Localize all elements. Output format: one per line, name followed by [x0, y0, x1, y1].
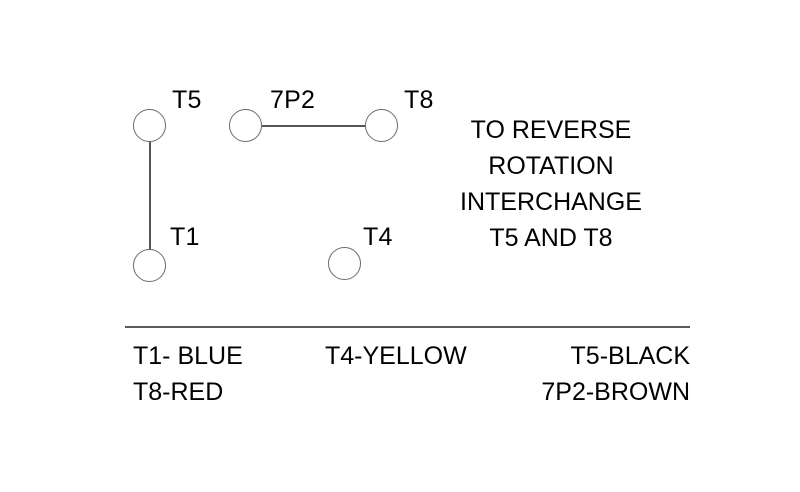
- legend-item-t4: T4-YELLOW: [325, 342, 467, 370]
- terminal-label-t8: T8: [404, 86, 434, 114]
- color-code-legend: T1- BLUE T4-YELLOW T5-BLACK T8-RED 7P2-B…: [125, 338, 690, 410]
- wire-7p2-to-t8: [262, 125, 367, 127]
- terminal-t8[interactable]: [365, 109, 398, 142]
- legend-item-7p2: 7P2-BROWN: [541, 378, 690, 406]
- terminal-7p2[interactable]: [229, 109, 262, 142]
- terminal-label-7p2: 7P2: [270, 86, 316, 114]
- legend-row: T1- BLUE T4-YELLOW T5-BLACK: [125, 338, 690, 374]
- terminal-t5[interactable]: [133, 109, 166, 142]
- instruction-line-4: T5 AND T8: [489, 224, 613, 252]
- terminal-t1[interactable]: [133, 249, 166, 282]
- terminal-label-t1: T1: [170, 223, 200, 251]
- legend-item-t8: T8-RED: [133, 378, 224, 406]
- legend-row: T8-RED 7P2-BROWN: [125, 374, 690, 410]
- terminal-label-t5: T5: [172, 86, 202, 114]
- instruction-line-1: TO REVERSE: [470, 116, 632, 144]
- legend-divider: [125, 326, 690, 328]
- terminal-t4[interactable]: [328, 247, 361, 280]
- instruction-line-2: ROTATION: [488, 152, 614, 180]
- legend-item-t1: T1- BLUE: [133, 342, 243, 370]
- instruction-note: TO REVERSE ROTATION INTERCHANGE T5 AND T…: [432, 112, 670, 256]
- terminal-label-t4: T4: [363, 223, 393, 251]
- instruction-line-3: INTERCHANGE: [460, 188, 642, 216]
- wire-t5-to-t1: [149, 141, 151, 251]
- legend-item-t5: T5-BLACK: [570, 342, 690, 370]
